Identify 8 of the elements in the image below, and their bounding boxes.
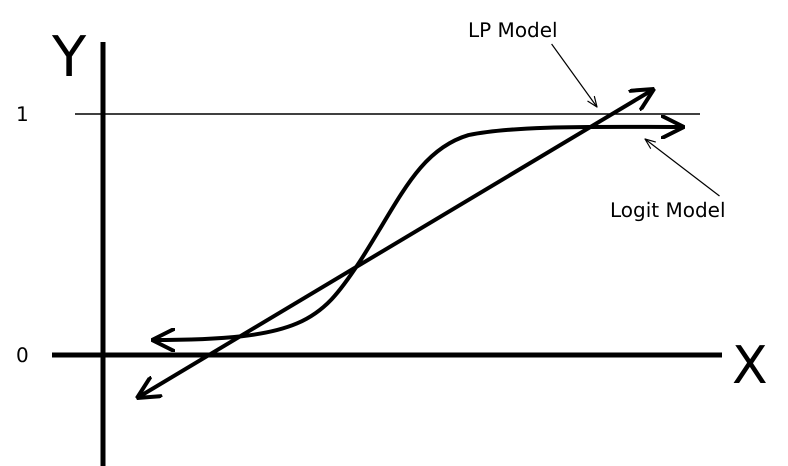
model-label: Logit Model xyxy=(610,200,726,220)
model-label: LP Model xyxy=(468,20,558,40)
tick-label: 1 xyxy=(16,104,29,124)
tick-label: 0 xyxy=(16,345,29,365)
leader-line xyxy=(551,44,598,108)
axis-label: X xyxy=(732,340,768,392)
axis-label: Y xyxy=(52,30,86,86)
leader-line xyxy=(644,138,720,196)
